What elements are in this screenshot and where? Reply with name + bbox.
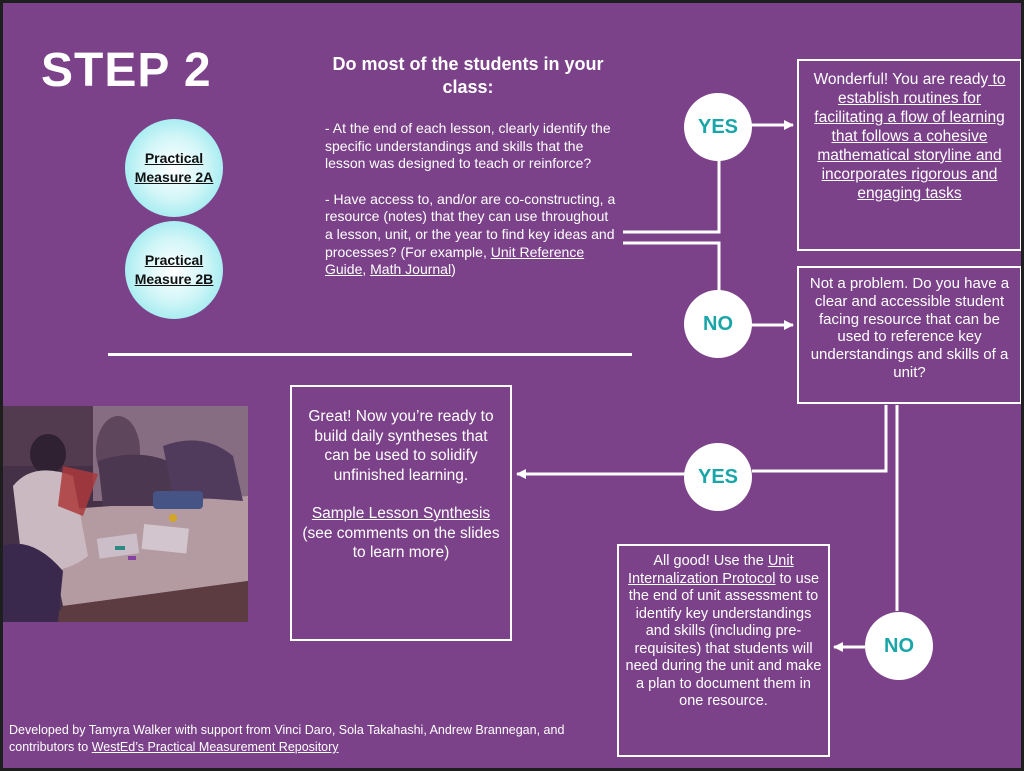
unit-internalization-protocol-link[interactable]: Unit Internalization Protocol — [627, 553, 794, 587]
box-not-a-problem: Not a problem. Do you have a clear and a… — [797, 266, 1021, 404]
math-journal-link[interactable]: Math Journal — [370, 261, 452, 278]
step-title: STEP 2 — [41, 44, 212, 97]
box-great-text: Great! Now you’re ready to build daily s… — [308, 408, 494, 484]
connector-to-yes-1 — [623, 153, 721, 234]
pm-2a-line2: Measure 2A — [134, 169, 214, 185]
divider-line — [108, 353, 632, 356]
box-wonderful-text: Wonderful! You are ready — [813, 71, 989, 88]
bullet-2-text: - Have access to, and/or are co-construc… — [325, 190, 616, 260]
connector-to-no-1 — [623, 241, 721, 297]
box-all-good: All good! Use the Unit Internalization P… — [617, 544, 830, 757]
box-all-good-before: All good! Use the — [653, 553, 768, 569]
yes-circle-2: YES — [684, 443, 752, 511]
flow-connectors — [516, 120, 899, 652]
box-great: Great! Now you’re ready to build daily s… — [290, 385, 512, 641]
sample-lesson-synthesis-link[interactable]: Sample Lesson Synthesis — [311, 505, 491, 522]
box-great-after: (see comments on the slides to learn mor… — [302, 524, 500, 562]
students-photo — [3, 406, 248, 622]
bullet-2-separator: , — [362, 261, 371, 278]
pm-2a-line1: Practical — [144, 150, 204, 166]
pm-2b-line1: Practical — [144, 252, 204, 268]
bullet-2-end: ) — [451, 261, 456, 278]
no-circle-1: NO — [684, 290, 752, 358]
no-circle-2: NO — [865, 612, 933, 680]
yes-circle-1: YES — [684, 93, 752, 161]
wested-repository-link[interactable]: WestEd’s Practical Measurement Repositor… — [91, 740, 339, 754]
unit-reference-guide-link[interactable]: Unit Reference Guide — [325, 243, 585, 278]
question-bullets: - At the end of each lesson, clearly ide… — [325, 120, 617, 279]
box-all-good-after: to use the end of unit assessment to ide… — [625, 570, 822, 710]
credits: Developed by Tamyra Walker with support … — [9, 722, 599, 756]
credits-text: Developed by Tamyra Walker with support … — [9, 723, 565, 754]
connector-to-yes-2 — [752, 405, 888, 473]
pm-2b-line2: Measure 2B — [134, 271, 214, 287]
bullet-1: - At the end of each lesson, clearly ide… — [325, 120, 611, 172]
routines-link[interactable]: to establish routines for facilitating a… — [814, 71, 1006, 202]
bullet-2: - Have access to, and/or are co-construc… — [325, 191, 617, 279]
question-heading: Do most of the students in your class: — [332, 54, 604, 97]
box-wonderful: Wonderful! You are ready to establish ro… — [797, 59, 1021, 251]
